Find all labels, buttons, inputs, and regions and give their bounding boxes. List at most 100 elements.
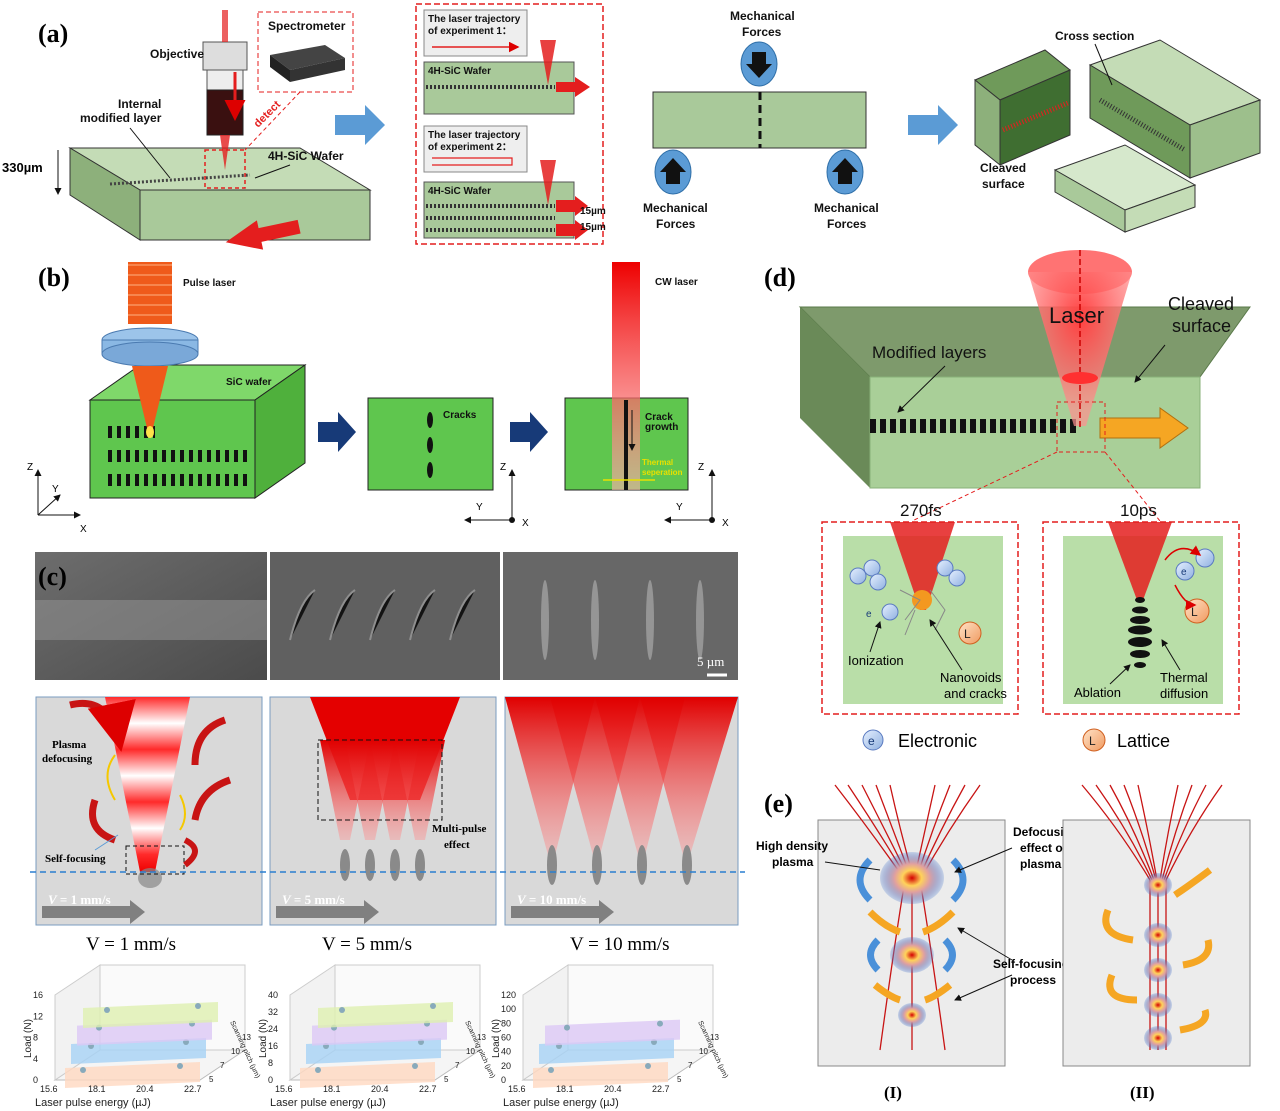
plot-point [548, 1067, 554, 1073]
panel-a: (a) Spectrometer detect Objective Intern… [2, 3, 1262, 250]
plot-ztick: 10 [231, 1047, 240, 1056]
traj1-line2: of experiment 1： [428, 26, 512, 37]
mech-top-2: Forces [742, 25, 782, 39]
thickness-label: 330µm [2, 160, 43, 175]
plasma-2 [890, 937, 934, 973]
pulse-laser-label: Pulse laser [183, 278, 236, 289]
caption-v3: V = 10 mm/s [570, 934, 670, 955]
plot-point [657, 1020, 663, 1027]
pulse-laser-stack [101, 262, 199, 438]
flow-arrow-a1 [335, 105, 385, 145]
plot-point [430, 1003, 436, 1009]
plot-xtick: 15.6 [275, 1084, 293, 1094]
plot-xlabel: Laser pulse energy (µJ) [35, 1097, 151, 1109]
modified-layer-a [109, 173, 251, 186]
traj1-line1: The laser trajectory [428, 14, 521, 25]
cw-laser-label: CW laser [655, 277, 698, 288]
plasma-chain-II [1144, 873, 1172, 1050]
mech-left-1: Mechanical [643, 201, 708, 215]
plot-ylabel: Load (N) [258, 1019, 269, 1058]
plot-xtick: 20.4 [604, 1084, 622, 1094]
axis-z-b3: Z [698, 462, 704, 473]
plot-ztick: 5 [677, 1075, 682, 1084]
hdp-2: plasma [772, 855, 814, 869]
plot-ytick: 24 [268, 1024, 278, 1034]
internal-label-2: modified layer [80, 111, 162, 125]
mech-right-2: Forces [827, 217, 867, 231]
plot-xtick: 20.4 [136, 1084, 154, 1094]
plot-plane-2 [545, 1019, 680, 1046]
rays-II [1081, 784, 1223, 1050]
plasma-1 [880, 852, 944, 904]
plot-point [412, 1063, 418, 1069]
panel-c-label: (c) [38, 562, 67, 591]
thermal-sep-1: Thermal [642, 458, 673, 467]
plot-ytick: 16 [268, 1041, 278, 1051]
internal-label-1: Internal [118, 97, 161, 111]
scan-arrow [225, 219, 301, 250]
sic-wafer-label: SiC wafer [226, 377, 272, 388]
multi-pulse-2: effect [444, 839, 470, 851]
selffocus-e-1: Self-focusing [993, 957, 1069, 971]
axis-x-b1: X [80, 524, 87, 535]
axis-y-b1: Y [52, 484, 59, 495]
panel-d-label: (d) [764, 263, 796, 292]
plot-point [80, 1067, 86, 1073]
sem-image-2 [270, 552, 500, 680]
pitch-label-2: 15µm [580, 222, 606, 233]
plot-point [564, 1024, 570, 1031]
plot-point [177, 1063, 183, 1069]
axes-b2: Z Y X [464, 462, 529, 529]
speed-v2: V = 5 mm/s [282, 892, 345, 907]
plot-plane-3 [318, 1002, 453, 1028]
plot-point [645, 1063, 651, 1069]
plot-ytick: 80 [501, 1018, 511, 1028]
plot-point [195, 1003, 201, 1009]
panel-c: (c) 5 µm Plasma defocusing Self-focusing… [23, 552, 745, 1109]
plot-xtick: 22.7 [184, 1084, 202, 1094]
scale-bar-label: 5 µm [697, 654, 724, 669]
cleaved-d-2: surface [1172, 316, 1231, 336]
axis-y-b3: Y [676, 502, 683, 513]
caption-v1: V = 1 mm/s [86, 934, 176, 955]
crack-growth-2: growth [645, 422, 678, 433]
mech-right-1: Mechanical [814, 201, 879, 215]
multi-pulse-cones [320, 740, 445, 840]
plot-ztick: 5 [444, 1075, 449, 1084]
hdp-1: High density [756, 839, 828, 853]
plot-xtick: 22.7 [652, 1084, 670, 1094]
electron-ps-e: e [1181, 567, 1187, 578]
panel-d: (d) Laser Cleaved surface Modified layer… [764, 250, 1251, 752]
axis-x-b3: X [722, 518, 729, 529]
ionization-label: Ionization [848, 653, 904, 668]
plot-xtick: 22.7 [419, 1084, 437, 1094]
plot-ytick: 40 [501, 1047, 511, 1057]
flow-arrow-b1 [318, 412, 356, 452]
caption-v2: V = 5 mm/s [322, 934, 412, 955]
self-focusing-label: Self-focusing [45, 853, 106, 865]
mech-left-2: Forces [656, 217, 696, 231]
laser-label-d: Laser [1049, 303, 1104, 328]
ablation-stack [1128, 597, 1152, 668]
plot-ztick: 5 [209, 1075, 214, 1084]
panel-e: (e) High density plasma Defocusing effec… [756, 784, 1251, 1102]
plot-plane-0 [533, 1062, 668, 1088]
electron-fs-e: e [866, 609, 872, 620]
legend-L: L [1089, 734, 1096, 748]
panel-b: (b) Pulse laser SiC wafer Z Y X Cracks [27, 262, 729, 535]
legend-e: e [868, 734, 875, 748]
plot-ytick: 20 [501, 1061, 511, 1071]
crack-growth-1: Crack [645, 412, 673, 423]
axes-b3: Z Y X [664, 462, 729, 529]
spectrometer-label: Spectrometer [268, 19, 346, 33]
plot-ytick: 8 [33, 1033, 38, 1043]
plot-ztick: 7 [455, 1061, 460, 1070]
plot-ytick: 0 [268, 1075, 273, 1085]
speed-v1: V = 1 mm/s [48, 892, 111, 907]
plot-ytick: 60 [501, 1033, 511, 1043]
scan-arrow-d [1099, 407, 1189, 449]
electronic-label: Electronic [898, 731, 977, 751]
plot-plane-0 [65, 1062, 200, 1088]
plot-xtick: 15.6 [508, 1084, 526, 1094]
